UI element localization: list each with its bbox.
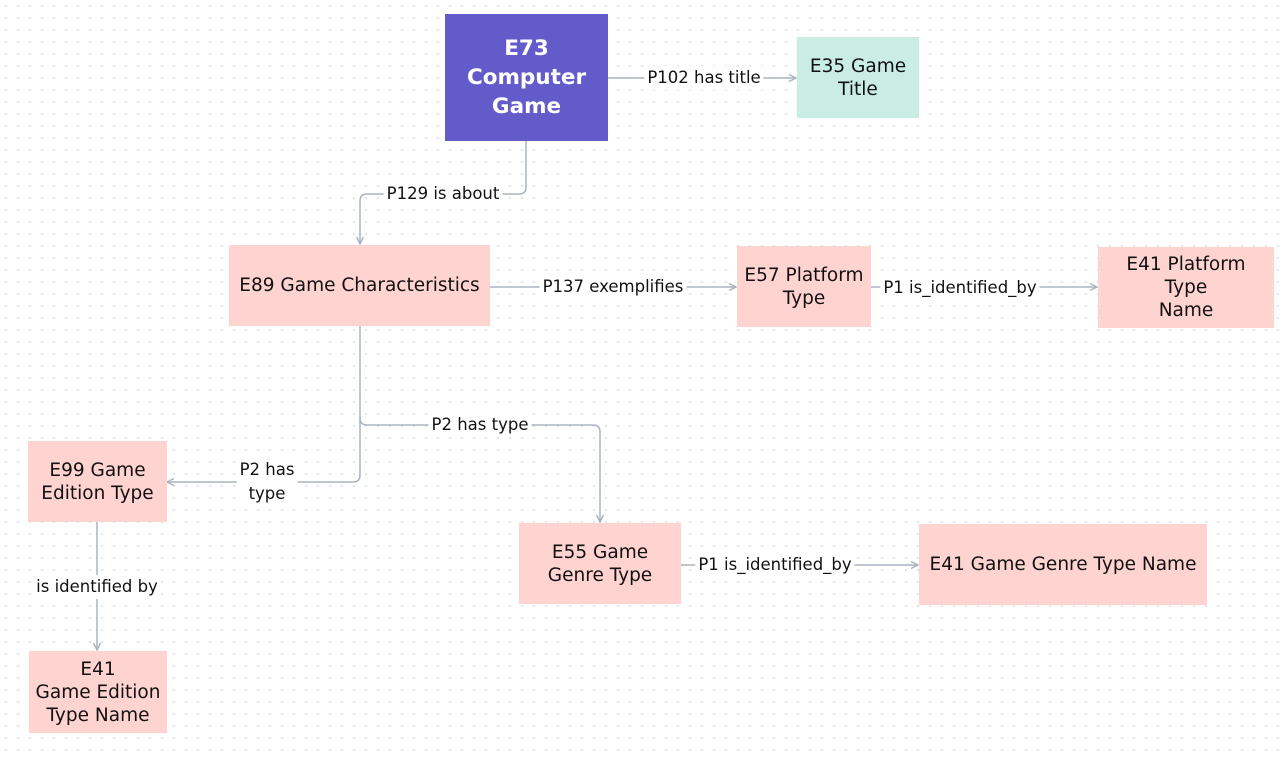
edge-label-has-type-edition: P2 has type [236,458,298,506]
edge-label-genre-identified-by: P1 is_identified_by [695,553,855,577]
node-game-genre-type-name[interactable]: E41 Game Genre Type Name [919,524,1207,605]
node-game-genre-type-name-label: E41 Game Genre Type Name [929,554,1197,575]
node-platform-type-label: E57 Platform Type [744,264,864,309]
edge-label-exemplifies: P137 exemplifies [539,275,687,299]
node-game-genre-type[interactable]: E55 Game Genre Type [519,523,681,604]
node-platform-type[interactable]: E57 Platform Type [737,246,871,327]
node-computer-game[interactable]: E73 Computer Game [445,14,608,141]
node-game-characteristics-label: E89 Game Characteristics [239,275,480,296]
edge-label-platform-identified-by: P1 is_identified_by [880,276,1040,300]
node-platform-type-name[interactable]: E41 Platform Type Name [1098,247,1274,328]
edge-label-edition-identified-by: is identified by [33,575,161,599]
node-game-genre-type-label: E55 Game Genre Type [547,541,653,586]
node-game-title[interactable]: E35 Game Title [797,37,919,118]
node-game-edition-type[interactable]: E99 Game Edition Type [28,441,167,522]
edge-label-is-about: P129 is about [383,182,503,206]
node-game-title-label: E35 Game Title [809,55,907,100]
node-game-edition-type-name-label: E41 Game Edition Type Name [35,658,161,726]
node-platform-type-name-label: E41 Platform Type Name [1126,254,1246,321]
edge-label-has-type-genre: P2 has type [428,413,532,437]
node-game-edition-type-name[interactable]: E41 Game Edition Type Name [29,651,167,733]
node-game-edition-type-label: E99 Game Edition Type [41,459,154,504]
edge-has-type-edition [165,418,361,487]
node-computer-game-label: E73 Computer Game [466,36,587,119]
node-game-characteristics[interactable]: E89 Game Characteristics [229,245,490,326]
edge-label-has-title: P102 has title [644,66,764,90]
